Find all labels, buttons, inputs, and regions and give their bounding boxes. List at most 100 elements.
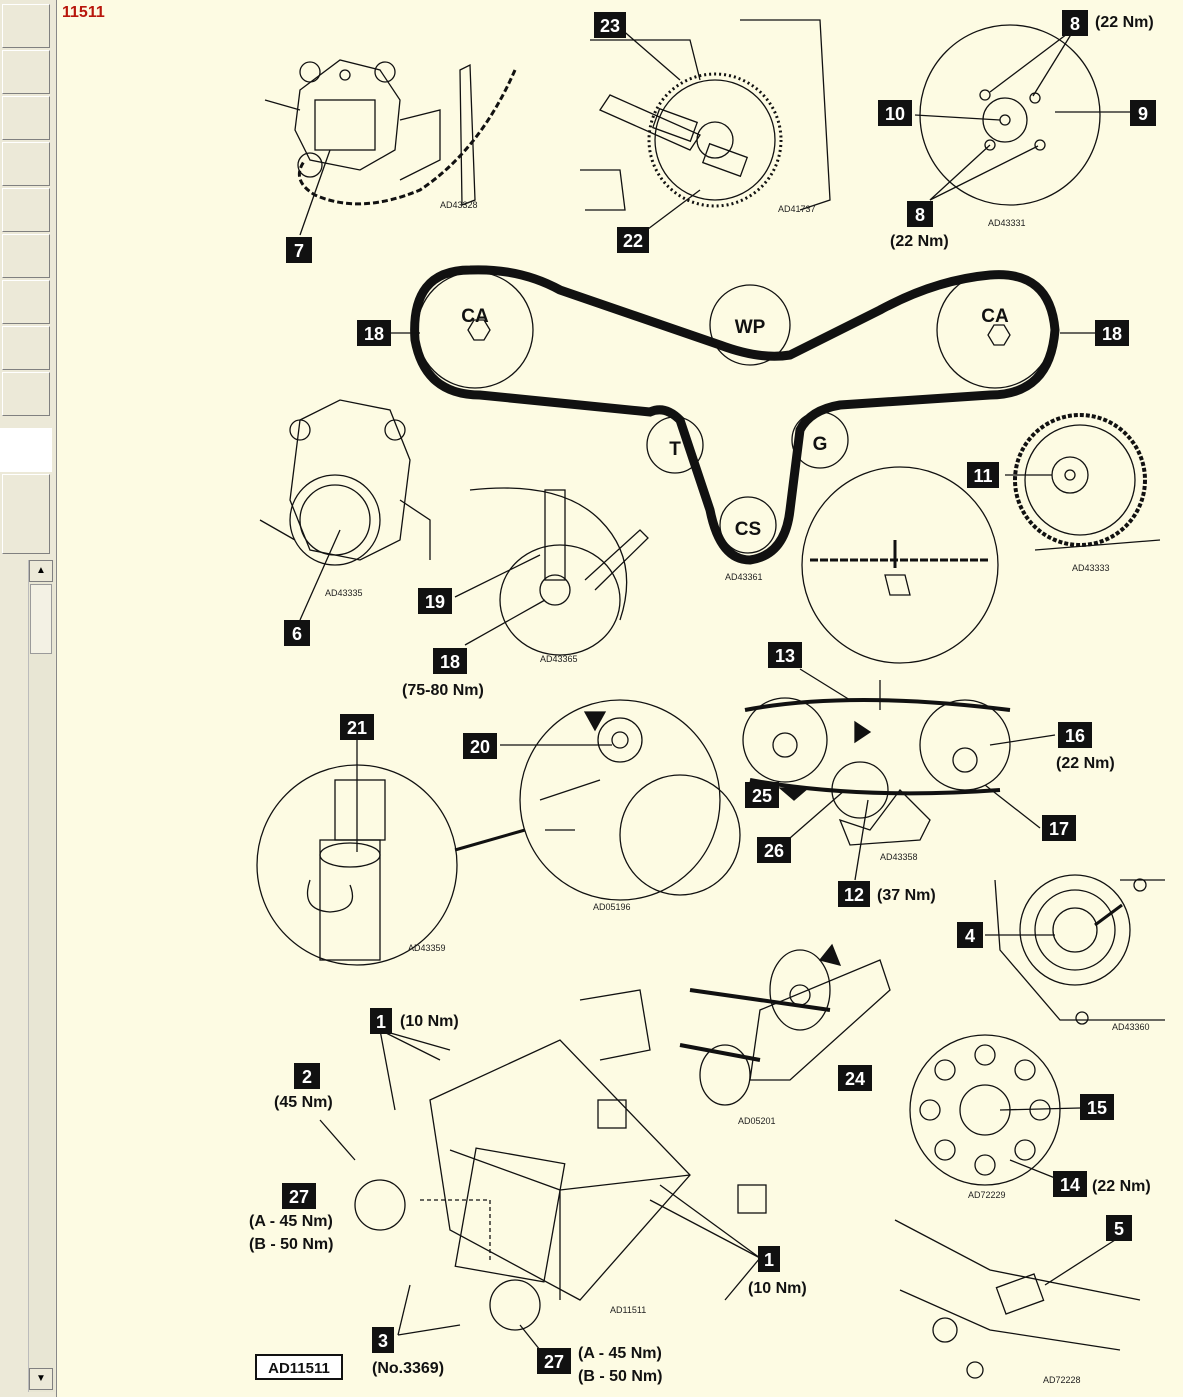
callout-number: 1 <box>764 1250 774 1270</box>
figure-code: AD05196 <box>593 902 631 912</box>
callout-box <box>1062 10 1088 36</box>
callout-label-21: 21 <box>340 714 374 740</box>
torque-text: (No.3369) <box>372 1360 444 1377</box>
callout-box <box>967 462 999 488</box>
torque-text: (10 Nm) <box>748 1280 807 1297</box>
reference-box-label: AD11511 <box>268 1360 330 1377</box>
camshaft-gear-detail-figure <box>1005 413 1161 551</box>
callout-number: 26 <box>764 841 784 861</box>
crank-pulley-ot-figure <box>985 874 1165 1025</box>
callout-number: 18 <box>440 652 460 672</box>
callout-label-13: 13 <box>768 642 802 668</box>
sidebar-button[interactable] <box>2 474 50 554</box>
sidebar-button[interactable] <box>2 50 50 94</box>
callout-box <box>340 714 374 740</box>
callout-box <box>294 1063 320 1089</box>
callout-number: 20 <box>470 737 490 757</box>
sidebar-button[interactable] <box>2 326 50 370</box>
callout-box <box>418 588 452 614</box>
figure-code: AD43335 <box>325 588 363 598</box>
vertical-scrollbar[interactable]: ▲ ▼ <box>28 560 55 1392</box>
callout-box <box>768 642 802 668</box>
callout-label-12: 12 <box>838 881 870 907</box>
figure-code: AD43331 <box>988 218 1026 228</box>
radiator-assembly-figure <box>319 989 767 1351</box>
callout-label-25: 25 <box>745 782 779 808</box>
figure-code: AD72228 <box>1043 1375 1081 1385</box>
callout-box <box>1106 1215 1132 1241</box>
callout-number: 5 <box>1114 1219 1124 1239</box>
scroll-up-icon[interactable]: ▲ <box>29 560 53 582</box>
callout-box <box>1058 722 1092 748</box>
pulley-g-label: G <box>813 434 828 455</box>
callout-label-8: 8 <box>907 201 933 227</box>
torque-text: (A - 45 Nm) <box>578 1345 662 1362</box>
torque-text: (22 Nm) <box>1056 755 1115 772</box>
callout-number: 19 <box>425 592 445 612</box>
figure-code: AD11511 <box>610 1305 646 1315</box>
camshaft-gear-figure <box>580 19 831 236</box>
callout-number: 14 <box>1060 1175 1080 1195</box>
callout-box <box>1130 100 1156 126</box>
figure-code: AD43358 <box>880 852 918 862</box>
callout-box <box>286 237 312 263</box>
callout-label-9: 9 <box>1130 100 1156 126</box>
scroll-thumb[interactable] <box>30 584 52 654</box>
callout-number: 16 <box>1065 726 1085 746</box>
callout-box <box>433 648 467 674</box>
callout-number: 18 <box>364 324 384 344</box>
sidebar-button[interactable] <box>2 188 50 232</box>
figure-code: AD43361 <box>725 572 763 582</box>
crankshaft-pulley-holes-figure <box>909 1034 1081 1186</box>
callout-box <box>1080 1094 1114 1120</box>
callout-number: 7 <box>294 241 304 261</box>
figure-code: AD43333 <box>1072 563 1110 573</box>
figure-code: AD05201 <box>738 1116 776 1126</box>
torque-text: (22 Nm) <box>890 233 949 250</box>
sidebar-button[interactable] <box>2 4 50 48</box>
callout-number: 3 <box>378 1331 388 1351</box>
callout-label-18: 18 <box>433 648 467 674</box>
callout-number: 1 <box>376 1012 386 1032</box>
sidebar-button[interactable] <box>2 96 50 140</box>
torque-text: (B - 50 Nm) <box>249 1236 333 1253</box>
callout-number: 24 <box>845 1069 865 1089</box>
figure-code: AD41737 <box>778 204 816 214</box>
callout-label-27: 27 <box>537 1348 571 1374</box>
document-id: 11511 <box>62 4 105 21</box>
callout-number: 18 <box>1102 324 1122 344</box>
sidebar-button[interactable] <box>2 234 50 278</box>
figure-code: AD43365 <box>540 654 578 664</box>
callout-number: 23 <box>600 16 620 36</box>
callout-number: 2 <box>302 1067 312 1087</box>
callout-number: 13 <box>775 646 795 666</box>
callout-label-24: 24 <box>838 1065 872 1091</box>
pulley-ca-right-label: CA <box>981 306 1009 327</box>
callout-box <box>1053 1171 1087 1197</box>
callout-label-8: 8 <box>1062 10 1088 36</box>
callout-number: 27 <box>544 1352 564 1372</box>
callout-label-23: 23 <box>594 12 626 38</box>
sidebar-button[interactable] <box>2 142 50 186</box>
callout-box <box>370 1008 392 1034</box>
scroll-down-icon[interactable]: ▼ <box>29 1368 53 1390</box>
callout-box <box>1095 320 1129 346</box>
pulley-t-label: T <box>669 439 681 460</box>
callout-label-10: 10 <box>878 100 912 126</box>
engine-mount-figure <box>264 59 517 236</box>
crankshaft-pin-figure <box>500 699 741 901</box>
callout-box <box>838 1065 872 1091</box>
locking-pin-figure <box>256 740 526 966</box>
callout-box <box>757 837 791 863</box>
sidebar-button[interactable] <box>2 372 50 416</box>
sidebar-button[interactable] <box>2 280 50 324</box>
callout-label-1: 1 <box>370 1008 392 1034</box>
callout-box <box>282 1183 316 1209</box>
torque-text: (22 Nm) <box>1095 14 1154 31</box>
left-sidebar: ▲ ▼ <box>0 0 57 1397</box>
callout-label-4: 4 <box>957 922 983 948</box>
torque-text: (B - 50 Nm) <box>578 1368 662 1385</box>
callout-box <box>745 782 779 808</box>
callout-label-3: 3 <box>372 1327 394 1353</box>
